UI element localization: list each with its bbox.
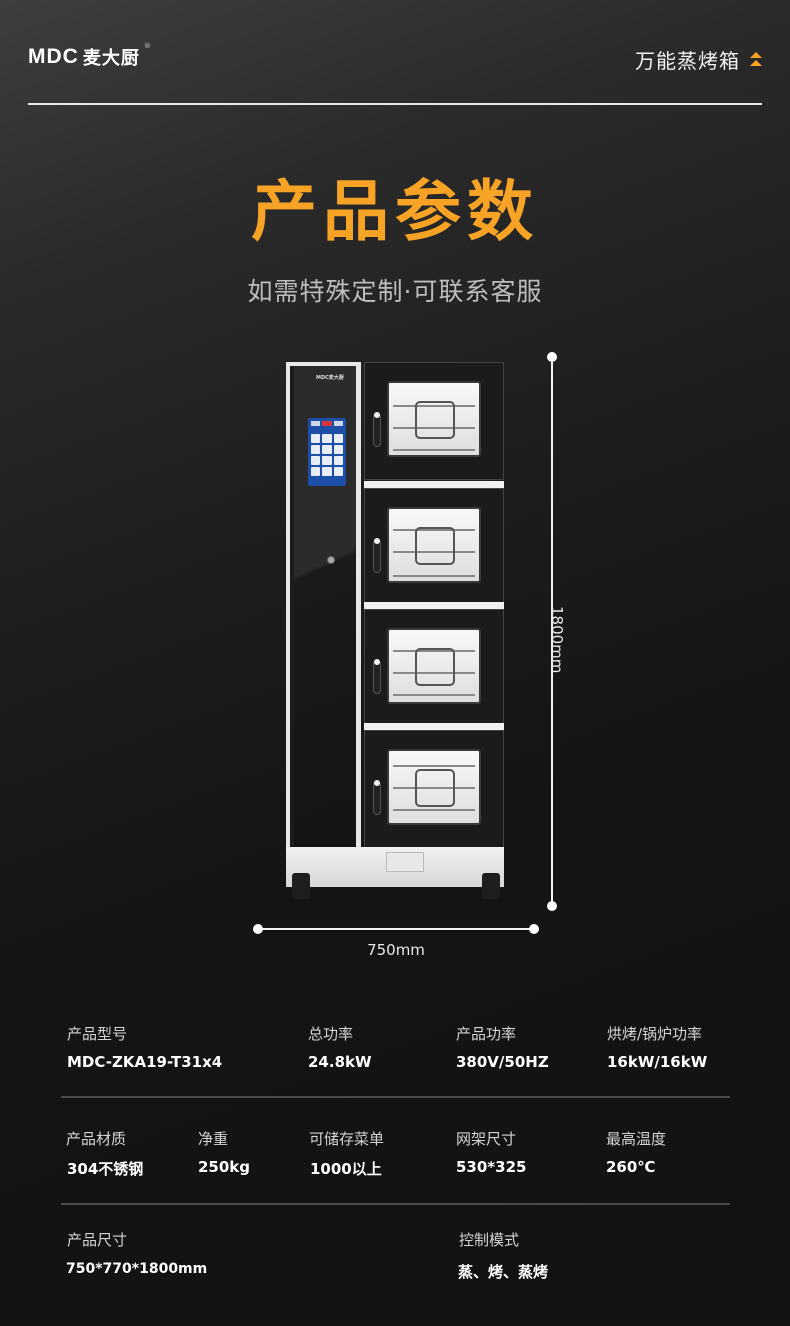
header-divider (28, 103, 762, 105)
spec-label-control-mode: 控制模式 (459, 1231, 520, 1249)
height-dimension-line (551, 357, 553, 906)
spec-value-power-supply: 380V/50HZ (456, 1053, 549, 1071)
logo-mark: MDC (28, 45, 79, 68)
spec-label-dimensions: 产品尺寸 (67, 1231, 128, 1249)
dimension-endpoint (253, 924, 263, 934)
height-dimension-label: 1800mm (548, 606, 566, 674)
door-handle-icon (373, 780, 381, 815)
spec-divider (61, 1203, 730, 1205)
door-handle-icon (373, 412, 381, 447)
door-handle-icon (373, 659, 381, 694)
panel-logo: MDC麦大厨 (316, 375, 344, 381)
dimension-endpoint (547, 901, 557, 911)
product-category-title: 万能蒸烤箱 (635, 49, 740, 73)
drip-drawer (386, 852, 424, 872)
touch-screen (308, 418, 346, 486)
spec-label-total-power: 总功率 (308, 1025, 354, 1043)
spec-label-menu-storage: 可储存菜单 (309, 1130, 385, 1148)
spec-label-rack-size: 网架尺寸 (456, 1130, 517, 1148)
logo-chinese-name: 麦大厨 (82, 48, 140, 69)
door-handle-icon (373, 538, 381, 573)
spec-label-net-weight: 净重 (198, 1130, 229, 1148)
page-title: 产品参数 (251, 173, 539, 250)
page-subtitle: 如需特殊定制·可联系客服 (247, 277, 543, 306)
spec-value-net-weight: 250kg (198, 1158, 251, 1176)
brand-logo: MDC 麦大厨 ® (28, 42, 151, 70)
spec-value-rack-size: 530*325 (456, 1158, 527, 1176)
registered-mark: ® (143, 42, 151, 50)
spec-label-model: 产品型号 (67, 1025, 128, 1043)
product-category: 万能蒸烤箱 (635, 45, 762, 74)
oven-deck (364, 730, 504, 848)
spec-divider (61, 1096, 730, 1098)
width-dimension-label: 750mm (367, 941, 425, 959)
dimension-endpoint (529, 924, 539, 934)
spec-value-dimensions: 750*770*1800mm (66, 1261, 208, 1277)
spec-label-max-temp: 最高温度 (606, 1130, 667, 1148)
oven-deck (364, 488, 504, 606)
dimension-endpoint (547, 352, 557, 362)
spec-label-power-supply: 产品功率 (456, 1025, 517, 1043)
oven-decks (364, 360, 504, 868)
oven-deck (364, 609, 504, 727)
oven-deck (364, 362, 504, 480)
product-image: MDC麦大厨 (286, 360, 506, 905)
spec-value-control-mode: 蒸、烤、蒸烤 (458, 1263, 549, 1281)
spec-label-bake-boiler-power: 烘烤/锅炉功率 (607, 1025, 703, 1043)
spec-value-menu-storage: 1000以上 (310, 1160, 382, 1178)
spec-value-max-temp: 260℃ (606, 1158, 656, 1176)
lock-icon (327, 556, 335, 564)
caster-wheel-icon (482, 873, 500, 899)
caster-wheel-icon (292, 873, 310, 899)
spec-value-bake-boiler-power: 16kW/16kW (607, 1053, 708, 1071)
control-cabinet: MDC麦大厨 (286, 362, 361, 868)
spec-value-material: 304不锈钢 (67, 1160, 144, 1178)
width-dimension-line (258, 928, 534, 930)
double-chevron-up-icon (750, 51, 762, 68)
spec-value-total-power: 24.8kW (308, 1053, 372, 1071)
spec-value-model: MDC-ZKA19-T31x4 (67, 1053, 223, 1071)
spec-label-material: 产品材质 (66, 1130, 127, 1148)
